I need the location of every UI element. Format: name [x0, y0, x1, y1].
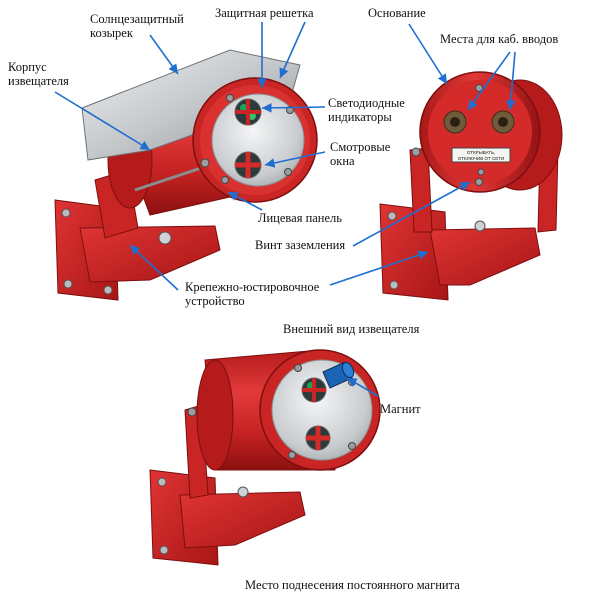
detector-magnet-view — [149, 349, 381, 566]
warning-plate-line2: ОТКЛЮЧИВ ОТ СЕТИ — [458, 156, 504, 161]
label-ground-screw: Винт заземления — [255, 238, 346, 252]
arrow-view-windows — [264, 151, 326, 168]
label-magnet: Магнит — [380, 402, 421, 416]
label-body-line1: Корпус — [8, 60, 47, 74]
arrow-mount-adjust — [129, 244, 179, 291]
label-sunshade-line1: Солнцезащитный — [90, 12, 184, 26]
label-cable-entries: Места для каб. вводов — [440, 32, 559, 46]
detector-side-view — [54, 49, 318, 301]
label-led-indicators: Светодиодные индикаторы — [328, 96, 405, 124]
label-body: Корпус извещателя — [8, 60, 69, 88]
arrow-magnet — [346, 377, 379, 397]
label-body-line2: извещателя — [8, 74, 69, 88]
arrow-mount-adjust-2 — [329, 250, 429, 286]
label-sunshade-line2: козырек — [90, 26, 133, 40]
label-sunshade: Солнцезащитный козырек — [90, 12, 184, 40]
label-view-windows-line1: Смотровые — [330, 140, 391, 154]
label-view-windows: Смотровые окна — [330, 140, 390, 168]
warning-plate-line1: ОТКРЫВАТЬ, — [467, 150, 495, 155]
label-base: Основание — [368, 6, 426, 20]
caption-external-view: Внешний вид извещателя — [283, 322, 420, 336]
arrow-sunshade — [149, 34, 179, 75]
label-front-panel: Лицевая панель — [258, 211, 342, 225]
arrow-ground-screw — [352, 181, 471, 247]
label-mount-adjust-line1: Крепежно-юстировочное — [185, 280, 320, 294]
arrow-body — [54, 91, 151, 151]
arrow-cable-entry-2 — [506, 51, 516, 111]
label-guard-grille: Защитная решетка — [215, 6, 314, 20]
arrow-front-panel — [227, 191, 263, 211]
arrow-cable-entry-1 — [467, 51, 511, 111]
caption-magnet-place: Место поднесения постоянного магнита — [245, 578, 460, 592]
label-led-line1: Светодиодные — [328, 96, 405, 110]
label-mount-adjust-line2: устройство — [185, 294, 245, 308]
arrow-base — [408, 23, 448, 85]
label-view-windows-line2: окна — [330, 154, 355, 168]
arrow-led — [261, 103, 326, 113]
leader-arrows — [54, 21, 516, 397]
arrow-guard-grille-2 — [279, 21, 306, 79]
label-led-line2: индикаторы — [328, 110, 392, 124]
label-mount-adjust: Крепежно-юстировочное устройство — [185, 280, 319, 308]
